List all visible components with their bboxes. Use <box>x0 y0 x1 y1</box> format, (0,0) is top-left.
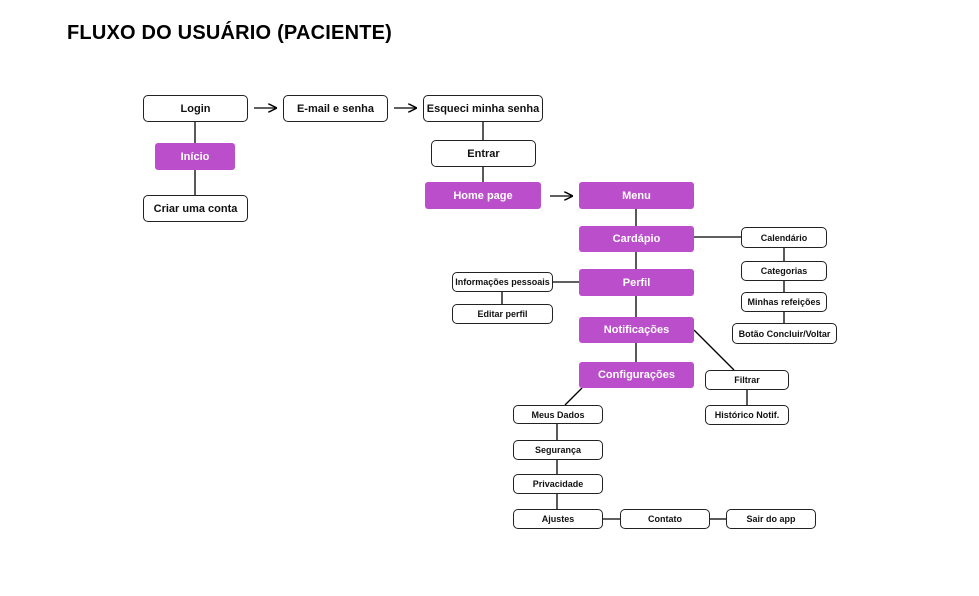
node-categorias: Categorias <box>741 261 827 281</box>
node-info-pessoais: Informações pessoais <box>452 272 553 292</box>
node-login: Login <box>143 95 248 122</box>
node-cardapio: Cardápio <box>579 226 694 252</box>
node-editar-perfil: Editar perfil <box>452 304 553 324</box>
node-home-page: Home page <box>425 182 541 209</box>
node-ajustes: Ajustes <box>513 509 603 529</box>
line-config-meusdados <box>564 387 583 406</box>
node-sair-app: Sair do app <box>726 509 816 529</box>
node-esqueci-senha: Esqueci minha senha <box>423 95 543 122</box>
node-notificacoes: Notificações <box>579 317 694 343</box>
node-perfil: Perfil <box>579 269 694 296</box>
node-meus-dados: Meus Dados <box>513 405 603 424</box>
node-minhas-refeicoes: Minhas refeições <box>741 292 827 312</box>
node-inicio: Início <box>155 143 235 170</box>
node-criar-conta: Criar uma conta <box>143 195 248 222</box>
line-notif-filtrar <box>693 329 735 371</box>
node-filtrar: Filtrar <box>705 370 789 390</box>
node-contato: Contato <box>620 509 710 529</box>
node-email-senha: E-mail e senha <box>283 95 388 122</box>
node-calendario: Calendário <box>741 227 827 248</box>
node-privacidade: Privacidade <box>513 474 603 494</box>
node-historico-notif: Histórico Notif. <box>705 405 789 425</box>
node-entrar: Entrar <box>431 140 536 167</box>
node-botao-concluir: Botão Concluir/Voltar <box>732 323 837 344</box>
node-configuracoes: Configurações <box>579 362 694 388</box>
node-menu: Menu <box>579 182 694 209</box>
node-seguranca: Segurança <box>513 440 603 460</box>
page-title: FLUXO DO USUÁRIO (PACIENTE) <box>67 22 393 44</box>
